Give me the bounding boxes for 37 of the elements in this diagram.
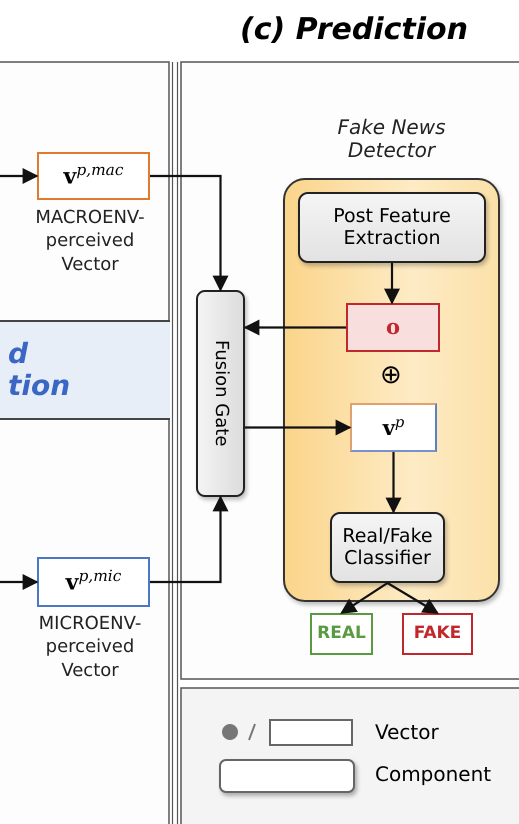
- arrow: [340, 582, 388, 614]
- node-label: v$^{p,mic}$: [66, 568, 122, 596]
- node-label: FAKE: [414, 624, 462, 644]
- process-box: [330, 512, 445, 583]
- arrow: [150, 174, 228, 292]
- node-label: Post Feature Extraction: [332, 206, 452, 250]
- legend-label: Component: [375, 762, 492, 786]
- node-label: v$^{p}$: [382, 414, 404, 440]
- arrow: [245, 420, 352, 436]
- module-title: d tion: [8, 338, 68, 402]
- direct-sum-symbol: ⊕: [380, 362, 402, 388]
- title: (c) Prediction: [240, 12, 468, 47]
- vector-box: [346, 303, 440, 352]
- vector-box: [37, 557, 150, 607]
- node-label: REAL: [317, 624, 366, 644]
- arrow: [386, 582, 439, 614]
- arrow: [0, 168, 39, 184]
- output-box: [402, 613, 473, 655]
- node-label: Real/Fake Classifier: [341, 526, 434, 570]
- heading: Fake News Detector: [336, 116, 447, 162]
- legend-label: Vector: [375, 720, 439, 744]
- vector-box: [37, 152, 150, 200]
- node-label: Fusion Gate: [210, 340, 231, 447]
- arrow: [150, 495, 228, 584]
- node-label: MACROENV-perceived Vector: [34, 206, 146, 276]
- output-box: [310, 613, 373, 655]
- node-label: o: [386, 315, 400, 340]
- arrow: [386, 452, 402, 514]
- vector-box: [350, 403, 437, 452]
- node-label: MICROENV-perceived Vector: [38, 612, 142, 682]
- arrow: [0, 574, 39, 590]
- arrow: [243, 320, 346, 336]
- fusion-gate-box: [196, 290, 245, 497]
- node-label: v$^{p,mac}$: [64, 162, 124, 190]
- module-band: [0, 320, 170, 420]
- process-box: [298, 192, 486, 263]
- arrow: [384, 263, 400, 305]
